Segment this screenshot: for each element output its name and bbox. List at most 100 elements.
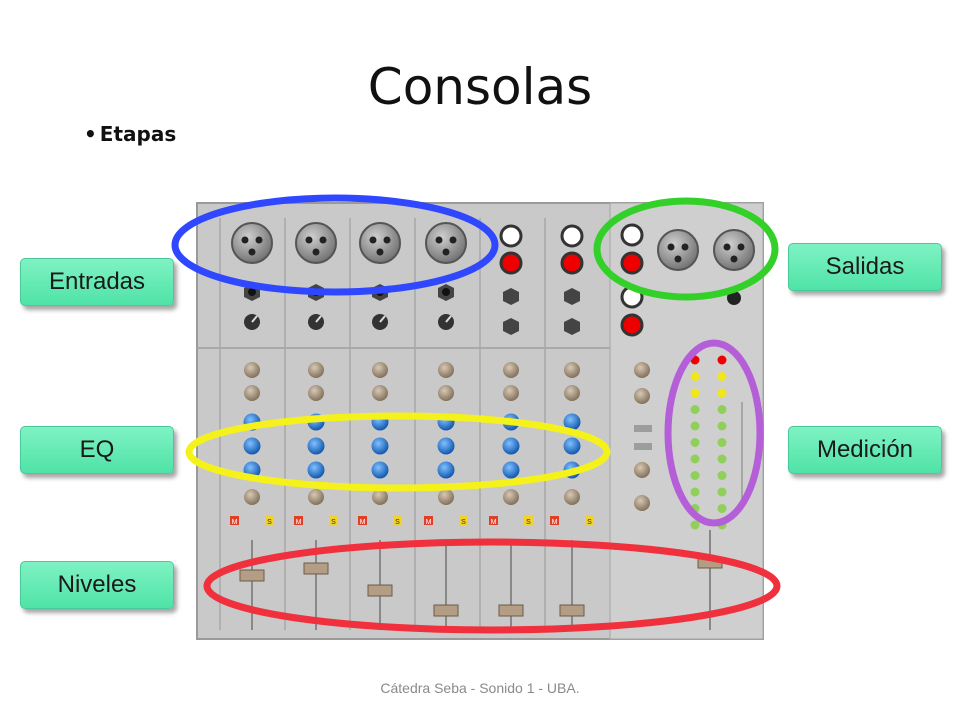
rca-red-icon (499, 251, 523, 275)
aux-knob-icon (244, 385, 260, 401)
master-knob-icon (634, 362, 650, 378)
eq-knob-icon (563, 437, 581, 455)
aux-knob-icon (372, 362, 388, 378)
eq-knob-icon (371, 461, 389, 479)
fader-cap-icon (433, 604, 459, 617)
eq-knob-icon (502, 461, 520, 479)
footer-text: Cátedra Seba - Sonido 1 - UBA. (380, 680, 580, 696)
meter-led-icon (717, 487, 727, 497)
mute-button-icon (489, 516, 498, 525)
label-medicion: Medición (788, 426, 942, 474)
meter-led-icon (690, 520, 700, 530)
niveles-highlight (203, 538, 781, 634)
mute-button-icon (230, 516, 239, 525)
meter-led-icon (717, 438, 727, 447)
solo-button-icon (393, 516, 402, 525)
eq-knob-icon (307, 461, 325, 479)
xlr-pin (369, 236, 377, 244)
xlr-pin (305, 236, 313, 244)
aux-knob-icon (503, 385, 519, 401)
meter-led-icon (690, 388, 700, 398)
eq-knob-icon (243, 437, 261, 455)
xlr-pin (681, 243, 689, 251)
mute-button-icon (550, 516, 559, 525)
eq-knob-icon (502, 437, 520, 455)
pan-knob-icon (372, 489, 388, 505)
solo-button-label: S (587, 519, 592, 526)
jack-input-icon (564, 318, 580, 335)
fader-cap-icon (498, 604, 524, 617)
mute-button-icon (424, 516, 433, 525)
meter-led-icon (717, 504, 727, 513)
mute-button-label: M (426, 519, 432, 526)
meter-led-icon (690, 454, 700, 464)
pan-knob-icon (564, 489, 580, 505)
solo-button-icon (524, 516, 533, 525)
label-niveles: Niveles (20, 561, 174, 609)
meter-led-icon (690, 471, 700, 480)
fader-cap-icon (367, 584, 393, 597)
mute-button-label: M (296, 519, 302, 526)
knob-indicator (315, 315, 322, 323)
xlr-output-icon (713, 229, 755, 271)
aux-knob-icon (564, 362, 580, 378)
xlr-pin (255, 236, 263, 244)
jack-input-icon (564, 288, 580, 305)
pan-knob-icon (503, 489, 519, 505)
aux-knob-icon (372, 385, 388, 401)
entradas-highlight (171, 194, 499, 296)
xlr-pin (730, 255, 738, 263)
solo-button-icon (265, 516, 274, 525)
pan-knob-icon (438, 489, 454, 505)
jack-hole (248, 288, 256, 296)
xlr-pin (248, 248, 256, 256)
slide-title: Consolas (367, 58, 593, 116)
xlr-output-icon (657, 229, 699, 271)
xlr-pin (241, 236, 249, 244)
label-eq: EQ (20, 426, 174, 474)
fader-cap-icon (559, 604, 585, 617)
meter-led-icon (690, 372, 700, 381)
eq-knob-icon (371, 437, 389, 455)
bullet-item: •Etapas (84, 122, 176, 146)
aux-knob-icon (438, 362, 454, 378)
xlr-pin (376, 248, 384, 256)
rca-red-icon (620, 313, 644, 337)
solo-button-label: S (526, 519, 531, 526)
solo-button-label: S (331, 519, 336, 526)
meter-led-icon (717, 405, 727, 414)
xlr-pin (667, 243, 675, 251)
meter-led-icon (690, 487, 700, 497)
xlr-pin (435, 236, 443, 244)
xlr-pin (737, 243, 745, 251)
eq-knob-icon (437, 461, 455, 479)
meter-led-icon (717, 454, 727, 464)
jack-input-icon (503, 288, 519, 305)
aux-knob-icon (308, 362, 324, 378)
rca-white-icon (560, 224, 584, 248)
eq-knob-icon (437, 437, 455, 455)
eq-knob-icon (307, 437, 325, 455)
solo-button-icon (585, 516, 594, 525)
solo-button-icon (329, 516, 338, 525)
meter-led-icon (690, 438, 700, 447)
aux-knob-icon (244, 362, 260, 378)
meter-led-icon (717, 355, 727, 365)
jack-input-icon (503, 318, 519, 335)
xlr-pin (723, 243, 731, 251)
solo-button-icon (459, 516, 468, 525)
xlr-input-icon (231, 222, 273, 264)
xlr-pin (442, 248, 450, 256)
aux-knob-icon (503, 362, 519, 378)
mute-button-label: M (232, 519, 238, 526)
xlr-input-icon (359, 222, 401, 264)
aux-knob-icon (564, 385, 580, 401)
master-knob-icon (634, 495, 650, 511)
master-controls (620, 223, 755, 630)
aux-knob-icon (308, 385, 324, 401)
aux-knob-icon (438, 385, 454, 401)
meter-led-icon (717, 372, 727, 381)
bullet-text: Etapas (99, 122, 177, 146)
fader-cap-icon (239, 569, 265, 582)
